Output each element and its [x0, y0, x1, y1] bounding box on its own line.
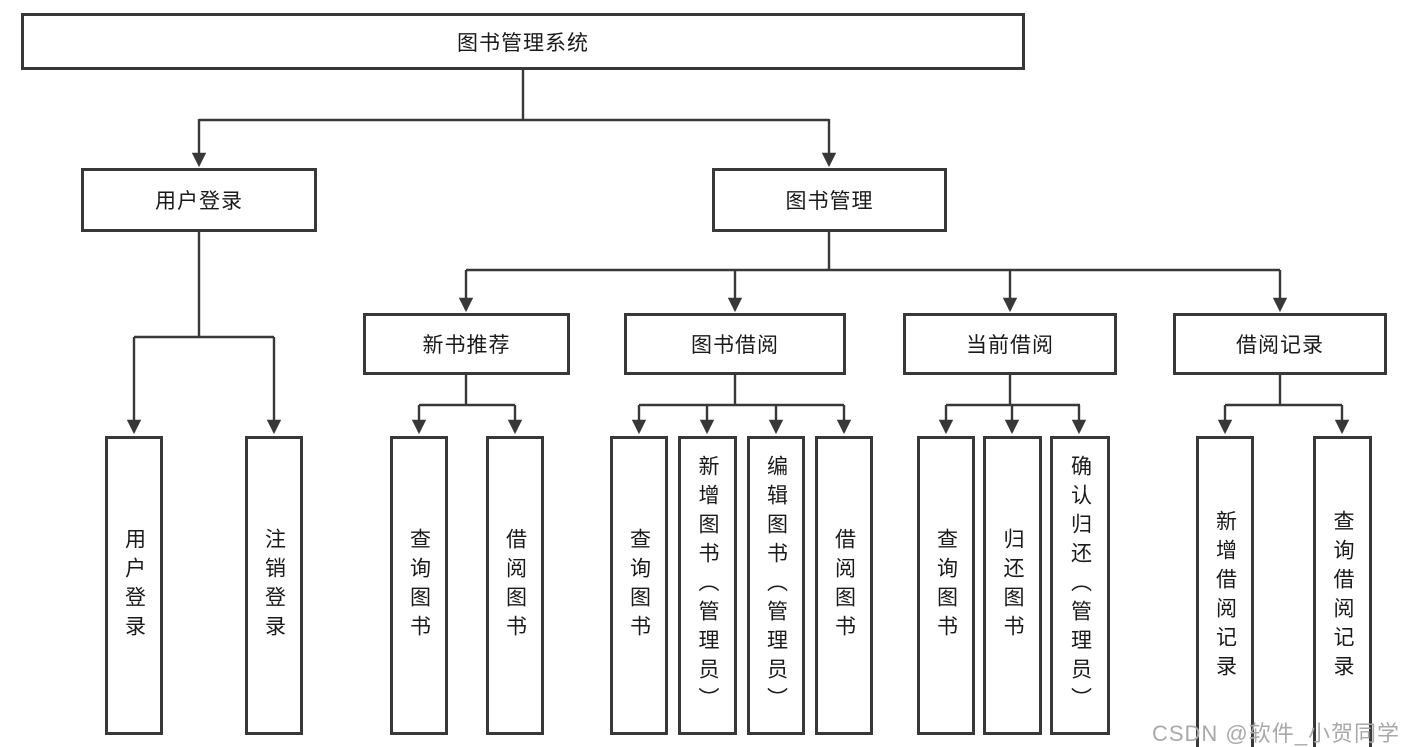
leaf-user-login-label: 用户登录: [122, 527, 146, 644]
leaf-bb-query-books: 查询图书: [610, 436, 668, 735]
node-user-login: 用户登录: [81, 168, 317, 232]
leaf-cb-query-books: 查询图书: [917, 436, 975, 735]
node-user-login-label: 用户登录: [155, 190, 243, 213]
leaf-cb-confirm-return-label: 确认归还（管理员）: [1068, 455, 1092, 716]
csdn-watermark: CSDN @软件_小贺同学: [1151, 721, 1400, 746]
node-new-book-recommend-label: 新书推荐: [422, 334, 511, 357]
node-book-borrowing-label: 图书借阅: [691, 334, 779, 357]
leaf-bb-borrow-books-label: 借阅图书: [832, 527, 856, 644]
leaf-bb-query-books-label: 查询图书: [627, 527, 651, 644]
leaf-logout-login-label: 注销登录: [262, 527, 286, 644]
node-book-management: 图书管理: [712, 168, 947, 232]
leaf-br-add-record: 新增借阅记录: [1196, 436, 1254, 747]
node-borrowing-records-label: 借阅记录: [1236, 334, 1324, 357]
leaf-bb-edit-books-label: 编辑图书（管理员）: [764, 455, 788, 716]
leaf-bb-borrow-books: 借阅图书: [815, 436, 873, 735]
node-book-borrowing: 图书借阅: [624, 313, 846, 375]
leaf-user-login: 用户登录: [105, 436, 163, 735]
leaf-cb-query-books-label: 查询图书: [934, 527, 958, 644]
leaf-bb-edit-books: 编辑图书（管理员）: [747, 436, 805, 735]
node-current-borrowing-label: 当前借阅: [966, 334, 1054, 357]
leaf-bb-add-books: 新增图书（管理员）: [678, 436, 737, 735]
node-new-book-recommend: 新书推荐: [363, 313, 570, 375]
leaf-nb-borrow-books-label: 借阅图书: [503, 527, 527, 644]
leaf-cb-confirm-return: 确认归还（管理员）: [1050, 436, 1110, 735]
node-root: 图书管理系统: [21, 13, 1025, 70]
node-current-borrowing: 当前借阅: [903, 313, 1117, 375]
leaf-nb-query-books: 查询图书: [390, 436, 448, 735]
node-borrowing-records: 借阅记录: [1173, 313, 1387, 375]
leaf-nb-query-books-label: 查询图书: [407, 527, 431, 644]
leaf-bb-add-books-label: 新增图书（管理员）: [696, 455, 719, 716]
leaf-br-query-record: 查询借阅记录: [1313, 436, 1372, 747]
leaf-cb-return-books: 归还图书: [983, 436, 1042, 735]
leaf-br-query-record-label: 查询借阅记录: [1331, 510, 1354, 684]
leaf-nb-borrow-books: 借阅图书: [486, 436, 544, 735]
node-root-label: 图书管理系统: [457, 31, 589, 55]
leaf-cb-return-books-label: 归还图书: [1001, 527, 1024, 644]
leaf-logout-login: 注销登录: [245, 436, 303, 735]
node-book-management-label: 图书管理: [785, 190, 874, 213]
leaf-br-add-record-label: 新增借阅记录: [1213, 510, 1237, 684]
